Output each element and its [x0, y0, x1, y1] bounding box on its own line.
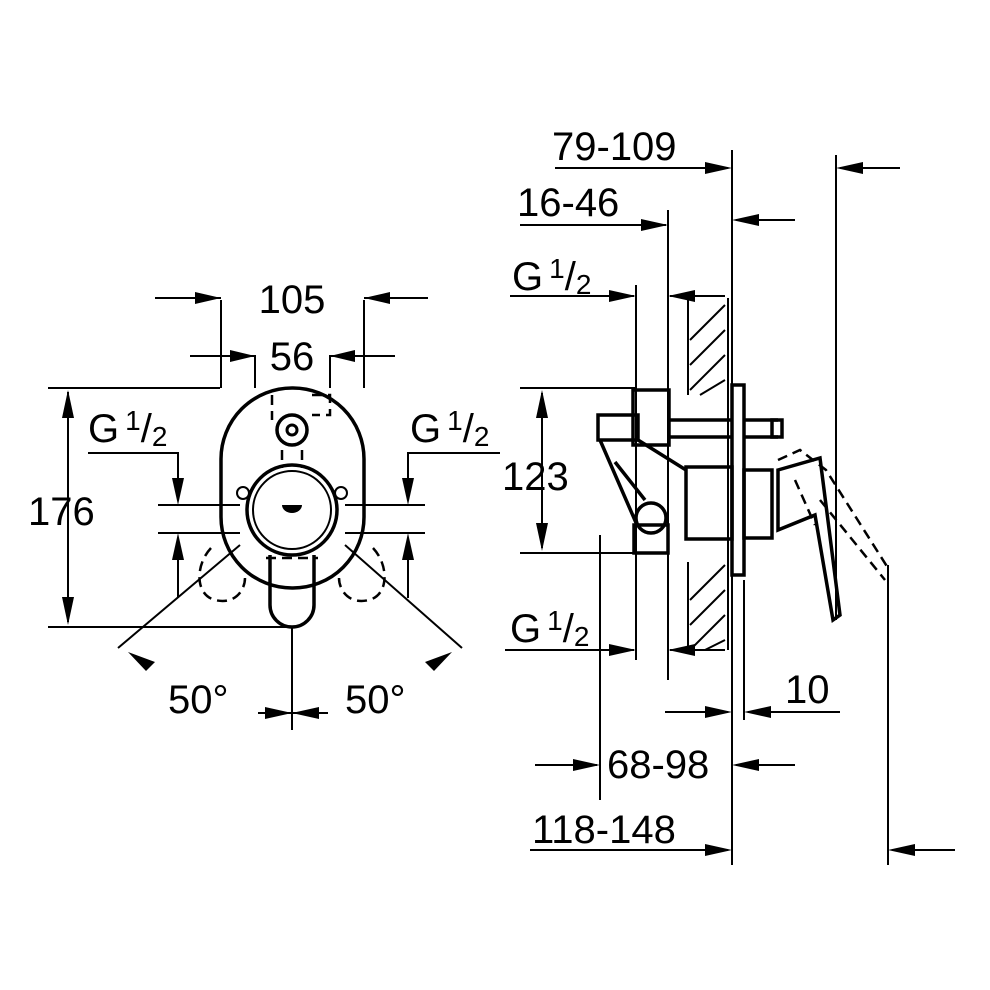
- lever-ghost-right: [337, 547, 386, 603]
- bottom-connection: [634, 501, 668, 535]
- dim-depth-118-148: 118-148: [532, 808, 676, 852]
- wall-section: [687, 298, 729, 651]
- lever-handle-side: [776, 455, 842, 624]
- lever-handle: [268, 555, 316, 629]
- diverter-knob: [275, 413, 309, 447]
- valve-body: [684, 465, 734, 541]
- handle-body: [245, 463, 339, 557]
- dim-height-123: 123: [502, 455, 569, 499]
- dim-width-56: 56: [270, 335, 315, 379]
- dim-offset-10: 10: [785, 668, 830, 712]
- dim-width-105: 105: [259, 278, 326, 322]
- escutcheon-plate: [219, 386, 366, 590]
- angle-left: 50°: [168, 678, 229, 722]
- dim-height-176: 176: [28, 490, 95, 534]
- lever-ghost-left: [198, 547, 247, 603]
- dim-depth-79-109: 79-109: [552, 125, 677, 169]
- angle-right: 50°: [345, 678, 406, 722]
- cover-plate: [730, 383, 746, 577]
- dim-depth-16-46: 16-46: [517, 181, 619, 225]
- dim-depth-68-98: 68-98: [607, 743, 709, 787]
